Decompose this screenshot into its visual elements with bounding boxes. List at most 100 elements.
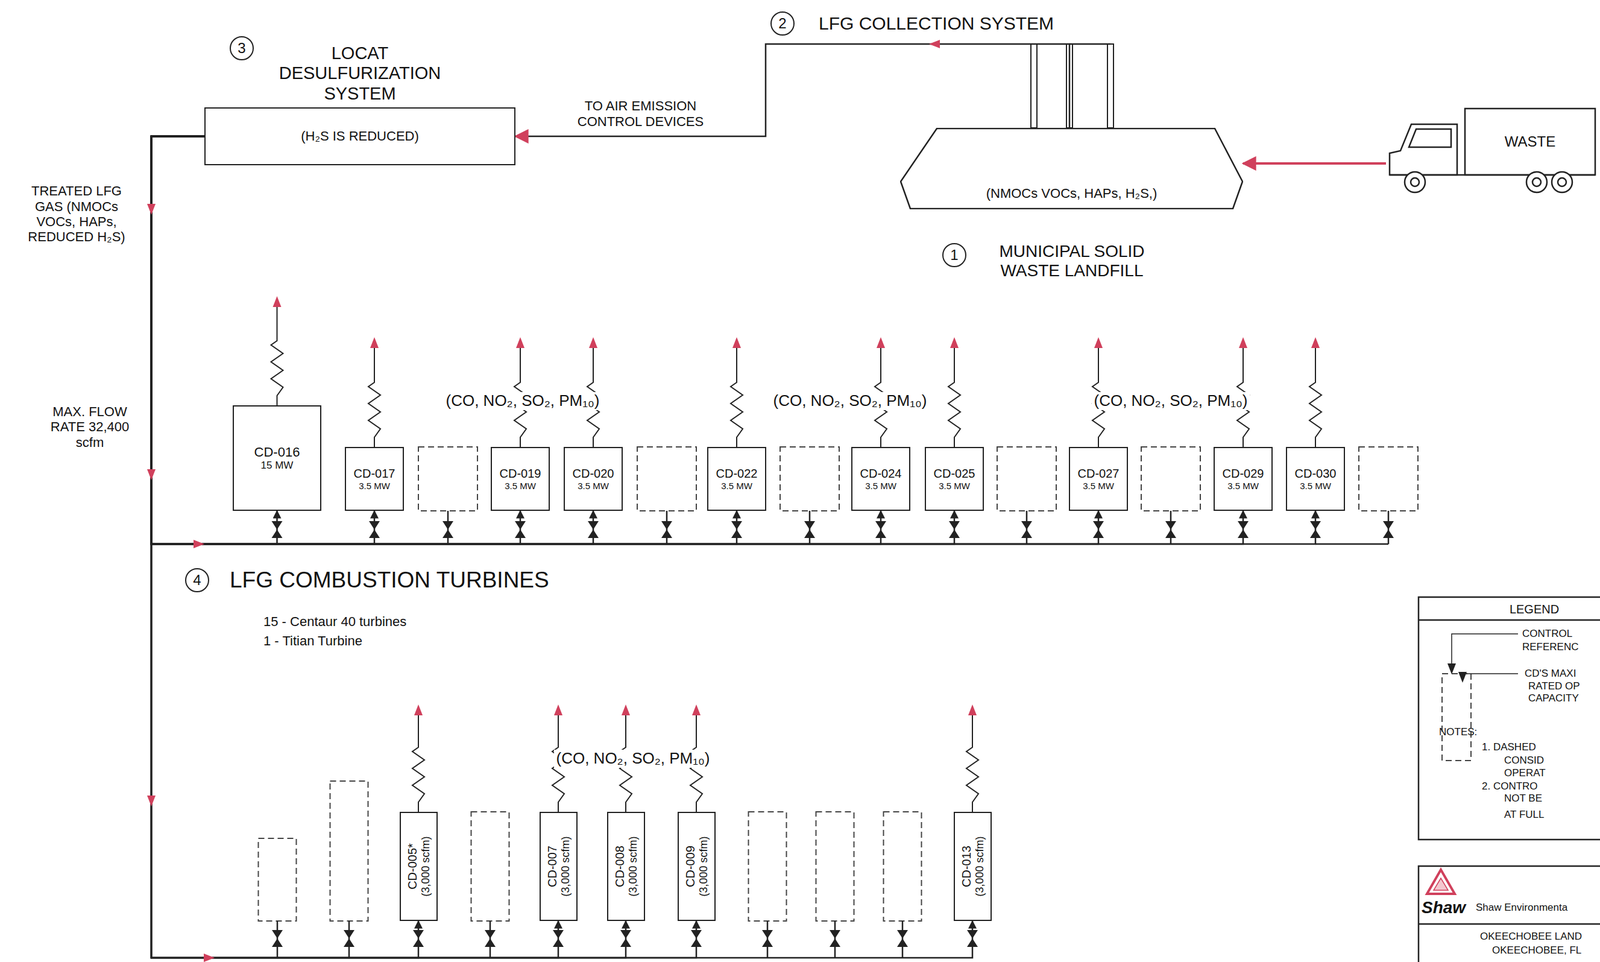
valve-symbol [442, 520, 454, 538]
turbine-box: CD-0273.5 MW [1068, 446, 1128, 511]
valve-symbol [514, 520, 526, 538]
node-text: 3.5 MW [358, 480, 391, 491]
legend-frame [1418, 596, 1600, 840]
exhaust-arrow [968, 704, 977, 715]
future-turbine-box [748, 811, 787, 921]
valve-symbol [271, 520, 283, 538]
exhaust-arrow [1094, 337, 1103, 348]
title-block-text: OKEECHOBEE LAND [1480, 930, 1582, 943]
valve-symbol [966, 929, 978, 947]
landfill-outline [900, 128, 1243, 209]
turbine-box: CD-013(3,000 scfm) [953, 811, 992, 921]
valve-symbol [552, 929, 564, 947]
truck-drawing [1551, 171, 1573, 193]
node-text: 3.5 MW [938, 480, 971, 491]
logo-text: Shaw [1421, 897, 1466, 917]
future-turbine-box [418, 446, 478, 511]
legend-text: RATED OP [1528, 680, 1581, 693]
box-heading: LOCAT DESULFURIZATION SYSTEM [263, 43, 457, 104]
exhaust-arrow [370, 337, 379, 348]
future-turbine-box [816, 811, 855, 921]
note-text: 2. CONTRO [1481, 780, 1538, 793]
node-text: 3.5 MW [504, 480, 536, 491]
node-text: CD-013 [959, 845, 974, 887]
valve-symbol [620, 929, 632, 947]
truck-drawing [1408, 129, 1452, 148]
emission-label: (CO, NO₂, SO₂, PM₁₀) [443, 391, 603, 410]
valve-symbol [829, 929, 841, 947]
gas-pipe [1243, 162, 1386, 165]
valve-symbol [1382, 520, 1394, 538]
truck-drawing [1410, 177, 1420, 187]
node-text: CD-005* [405, 842, 419, 890]
valve-symbol [804, 520, 816, 538]
flow-arrowhead [929, 39, 940, 49]
valve-symbol [1092, 520, 1104, 538]
connector-label: TO AIR EMISSION CONTROL DEVICES [568, 98, 714, 130]
valve-symbol [587, 520, 599, 538]
valve-symbol [1237, 520, 1249, 538]
box-body: (H₂S IS REDUCED) [205, 108, 515, 164]
emission-label: (CO, NO₂, SO₂, PM₁₀) [554, 749, 713, 768]
exhaust-stack [730, 346, 743, 447]
node-text: 3.5 MW [865, 480, 897, 491]
legend-text: CONTROL [1522, 627, 1573, 640]
future-turbine-box [471, 811, 510, 921]
gas-pipe [151, 136, 955, 544]
exhaust-arrow [554, 704, 563, 715]
gas-pipe [151, 136, 881, 544]
node-text: (3,000 scfm) [418, 835, 432, 896]
valve-symbol [948, 520, 960, 538]
turbine-box: CD-0243.5 MW [851, 446, 911, 511]
callout-number: 4 [185, 567, 210, 593]
title-block-text: OKEECHOBEE, FL [1492, 944, 1582, 957]
node-text: CD-030 [1294, 466, 1337, 481]
legend-text: CAPACITY [1528, 692, 1579, 705]
turbine-count-note: 1 - Titian Turbine [263, 633, 363, 649]
note-text: AT FULL [1504, 808, 1544, 821]
title-block-frame [1418, 865, 1600, 962]
title-block-rule [1418, 922, 1600, 925]
node-text: CD-017 [353, 466, 396, 481]
turbine-box: CD-0253.5 MW [924, 446, 984, 511]
valve-symbol [661, 520, 673, 538]
flow-label: MAX. FLOW RATE 32,400 scfm [44, 403, 136, 450]
truck-text-holder: WASTE [1464, 108, 1596, 175]
gas-pipe [151, 136, 697, 958]
gas-pipe [515, 44, 1070, 137]
node-text: WASTE [1504, 133, 1556, 151]
callout-number: 2 [770, 11, 795, 36]
gas-pipe [151, 136, 419, 958]
exhaust-arrow [516, 337, 525, 348]
turbine-box: CD-008(3,000 scfm) [607, 811, 646, 921]
flow-arrowhead [147, 469, 156, 480]
exhaust-arrow [692, 704, 701, 715]
node-text: CD-008 [612, 845, 627, 887]
exhaust-arrow [950, 337, 959, 348]
rotated-text-holder: CD-009(3,000 scfm) [677, 811, 716, 921]
exhaust-arrow [1238, 337, 1248, 348]
gas-pipe [151, 136, 1244, 544]
node-text: 15 MW [261, 459, 294, 472]
gas-pipe [151, 136, 737, 544]
valve-symbol [731, 520, 743, 538]
legend-sample-box [1442, 673, 1471, 761]
gas-pipe [151, 136, 559, 958]
gas-pipe [151, 136, 521, 544]
valve-symbol [1310, 520, 1321, 538]
collection-pipe [1069, 43, 1111, 46]
turbine-box: CD-009(3,000 scfm) [677, 811, 716, 921]
section-label: LFG COMBUSTION TURBINES [229, 567, 550, 594]
legend-text: REFERENC [1522, 640, 1579, 653]
flow-arrowhead [147, 795, 156, 807]
node-text: (NMOCs VOCs, HAPs, H₂S,) [986, 185, 1158, 201]
truck-drawing [1404, 171, 1426, 193]
valve-symbol [762, 929, 773, 947]
exhaust-arrow [414, 704, 423, 715]
valve-symbol [875, 520, 887, 538]
rotated-text-holder: CD-005*(3,000 scfm) [399, 811, 438, 921]
flow-arrowhead [147, 203, 156, 215]
flow-arrowhead [193, 539, 205, 549]
notes-heading: NOTES: [1439, 725, 1478, 738]
